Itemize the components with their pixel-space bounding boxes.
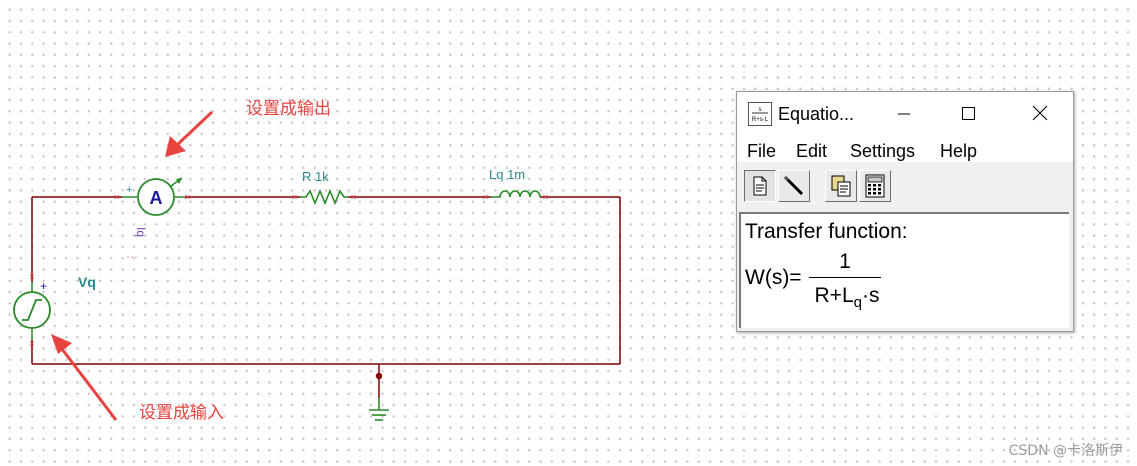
voltage-source[interactable]	[13, 282, 51, 340]
window-title: Equatio...	[778, 104, 855, 124]
menu-edit[interactable]: Edit	[796, 141, 828, 161]
input-annotation: 设置成输入	[139, 403, 224, 423]
inductor-label: Lq 1m	[489, 167, 525, 182]
ammeter-output-label: Iq	[134, 227, 148, 237]
formula-numerator: 1	[839, 250, 851, 273]
svg-text:R+s·L: R+s·L	[752, 117, 769, 123]
resistor-label: R 1k	[302, 169, 329, 184]
denominator-subscript: q	[853, 294, 862, 312]
equation-display: Transfer function: W(s)= 1 R+Lq·s	[739, 212, 1069, 328]
input-arrow	[51, 334, 118, 421]
document-icon[interactable]	[744, 170, 776, 202]
toolbar	[737, 164, 1073, 212]
copy-icon[interactable]	[825, 170, 857, 202]
menu-file[interactable]: File	[747, 141, 777, 161]
pen-icon[interactable]	[778, 170, 810, 202]
ground-symbol[interactable]	[369, 398, 389, 421]
menu-settings[interactable]: Settings	[850, 141, 916, 161]
ammeter-symbol: A	[150, 188, 163, 208]
minimize-icon[interactable]	[881, 92, 927, 136]
equation-window[interactable]: s R+s·L Equatio... File Edit Settings He…	[736, 91, 1074, 332]
watermark: CSDN @卡洛斯伊	[1008, 443, 1123, 459]
denominator-tail: ·s	[861, 284, 880, 307]
source-plus-sign: +	[40, 279, 47, 293]
calculator-icon[interactable]	[859, 170, 891, 202]
junction-node	[375, 372, 383, 380]
transfer-function-icon: s R+s·L	[748, 102, 772, 126]
inductor[interactable]	[491, 190, 541, 198]
source-label: Vq	[78, 274, 96, 290]
resistor[interactable]	[300, 188, 348, 206]
ammeter[interactable]: A	[122, 177, 185, 216]
svg-text:s: s	[759, 107, 762, 113]
output-arrow	[165, 110, 214, 157]
denominator-main: R+L	[814, 284, 854, 307]
formula-denominator: R+Lq·s	[809, 284, 885, 311]
menu-help[interactable]: Help	[940, 141, 978, 161]
circuit-wires	[31, 196, 621, 398]
maximize-icon[interactable]	[945, 92, 991, 136]
close-icon[interactable]	[1017, 92, 1063, 136]
ammeter-plus-sign: +	[126, 184, 132, 196]
output-annotation: 设置成输出	[246, 99, 331, 119]
transfer-function-heading: Transfer function:	[745, 220, 908, 243]
formula-lhs: W(s)=	[745, 266, 802, 289]
terminal-markers	[30, 195, 548, 346]
menu-bar: File Edit Settings Help	[737, 136, 1073, 162]
fraction-bar	[809, 277, 881, 278]
title-bar[interactable]: s R+s·L Equatio...	[737, 92, 1073, 136]
